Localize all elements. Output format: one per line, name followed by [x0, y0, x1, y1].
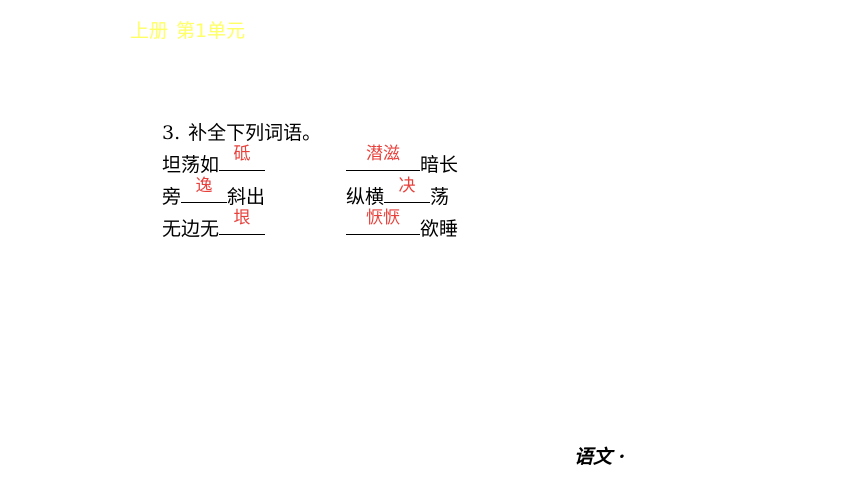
answer-text: 逸	[195, 176, 213, 196]
phrase-text-after: 欲睡	[420, 218, 459, 240]
phrase-text-before: 无边无	[162, 218, 220, 240]
phrase-text-after: 暗长	[420, 154, 459, 176]
answer-text: 砥	[233, 144, 251, 164]
answer-blank: 逸	[181, 176, 228, 203]
unit-label: 第1单元	[176, 20, 246, 42]
answer-text: 潜滋	[366, 144, 400, 164]
exercise-row-3: 无边无垠 恹恹欲睡	[162, 208, 482, 244]
phrase-right: 纵横决荡	[346, 176, 450, 209]
phrase-right: 恹恹欲睡	[346, 208, 459, 241]
answer-blank: 潜滋	[346, 144, 420, 171]
phrase-right: 潜滋暗长	[346, 144, 459, 177]
page-header: 上册第1单元	[130, 16, 245, 43]
question-separator: .	[174, 122, 181, 144]
answer-blank: 决	[384, 176, 431, 203]
phrase-text-after: 荡	[430, 186, 450, 208]
phrase-left: 坦荡如砥	[162, 144, 266, 177]
phrase-text-before: 旁	[162, 186, 182, 208]
answer-blank: 砥	[219, 144, 266, 171]
answer-blank: 垠	[219, 208, 266, 235]
exercise-row-2: 旁逸斜出 纵横决荡	[162, 176, 482, 212]
answer-text: 垠	[233, 208, 251, 228]
exercise-row-1: 坦荡如砥 潜滋暗长	[162, 144, 482, 180]
answer-text: 恹恹	[366, 208, 400, 228]
phrase-text-before: 坦荡如	[162, 154, 220, 176]
question-number: 3	[162, 122, 175, 144]
volume-label: 上册	[130, 20, 169, 42]
subject-footer: 语文 ·	[574, 446, 626, 468]
question-prompt: 补全下列词语。	[188, 122, 322, 144]
answer-text: 决	[398, 176, 416, 196]
phrase-text-after: 斜出	[227, 186, 266, 208]
question-title: 3. 补全下列词语。	[162, 118, 321, 145]
phrase-left: 旁逸斜出	[162, 176, 266, 209]
answer-blank: 恹恹	[346, 208, 420, 235]
phrase-left: 无边无垠	[162, 208, 266, 241]
phrase-text-before: 纵横	[346, 186, 385, 208]
